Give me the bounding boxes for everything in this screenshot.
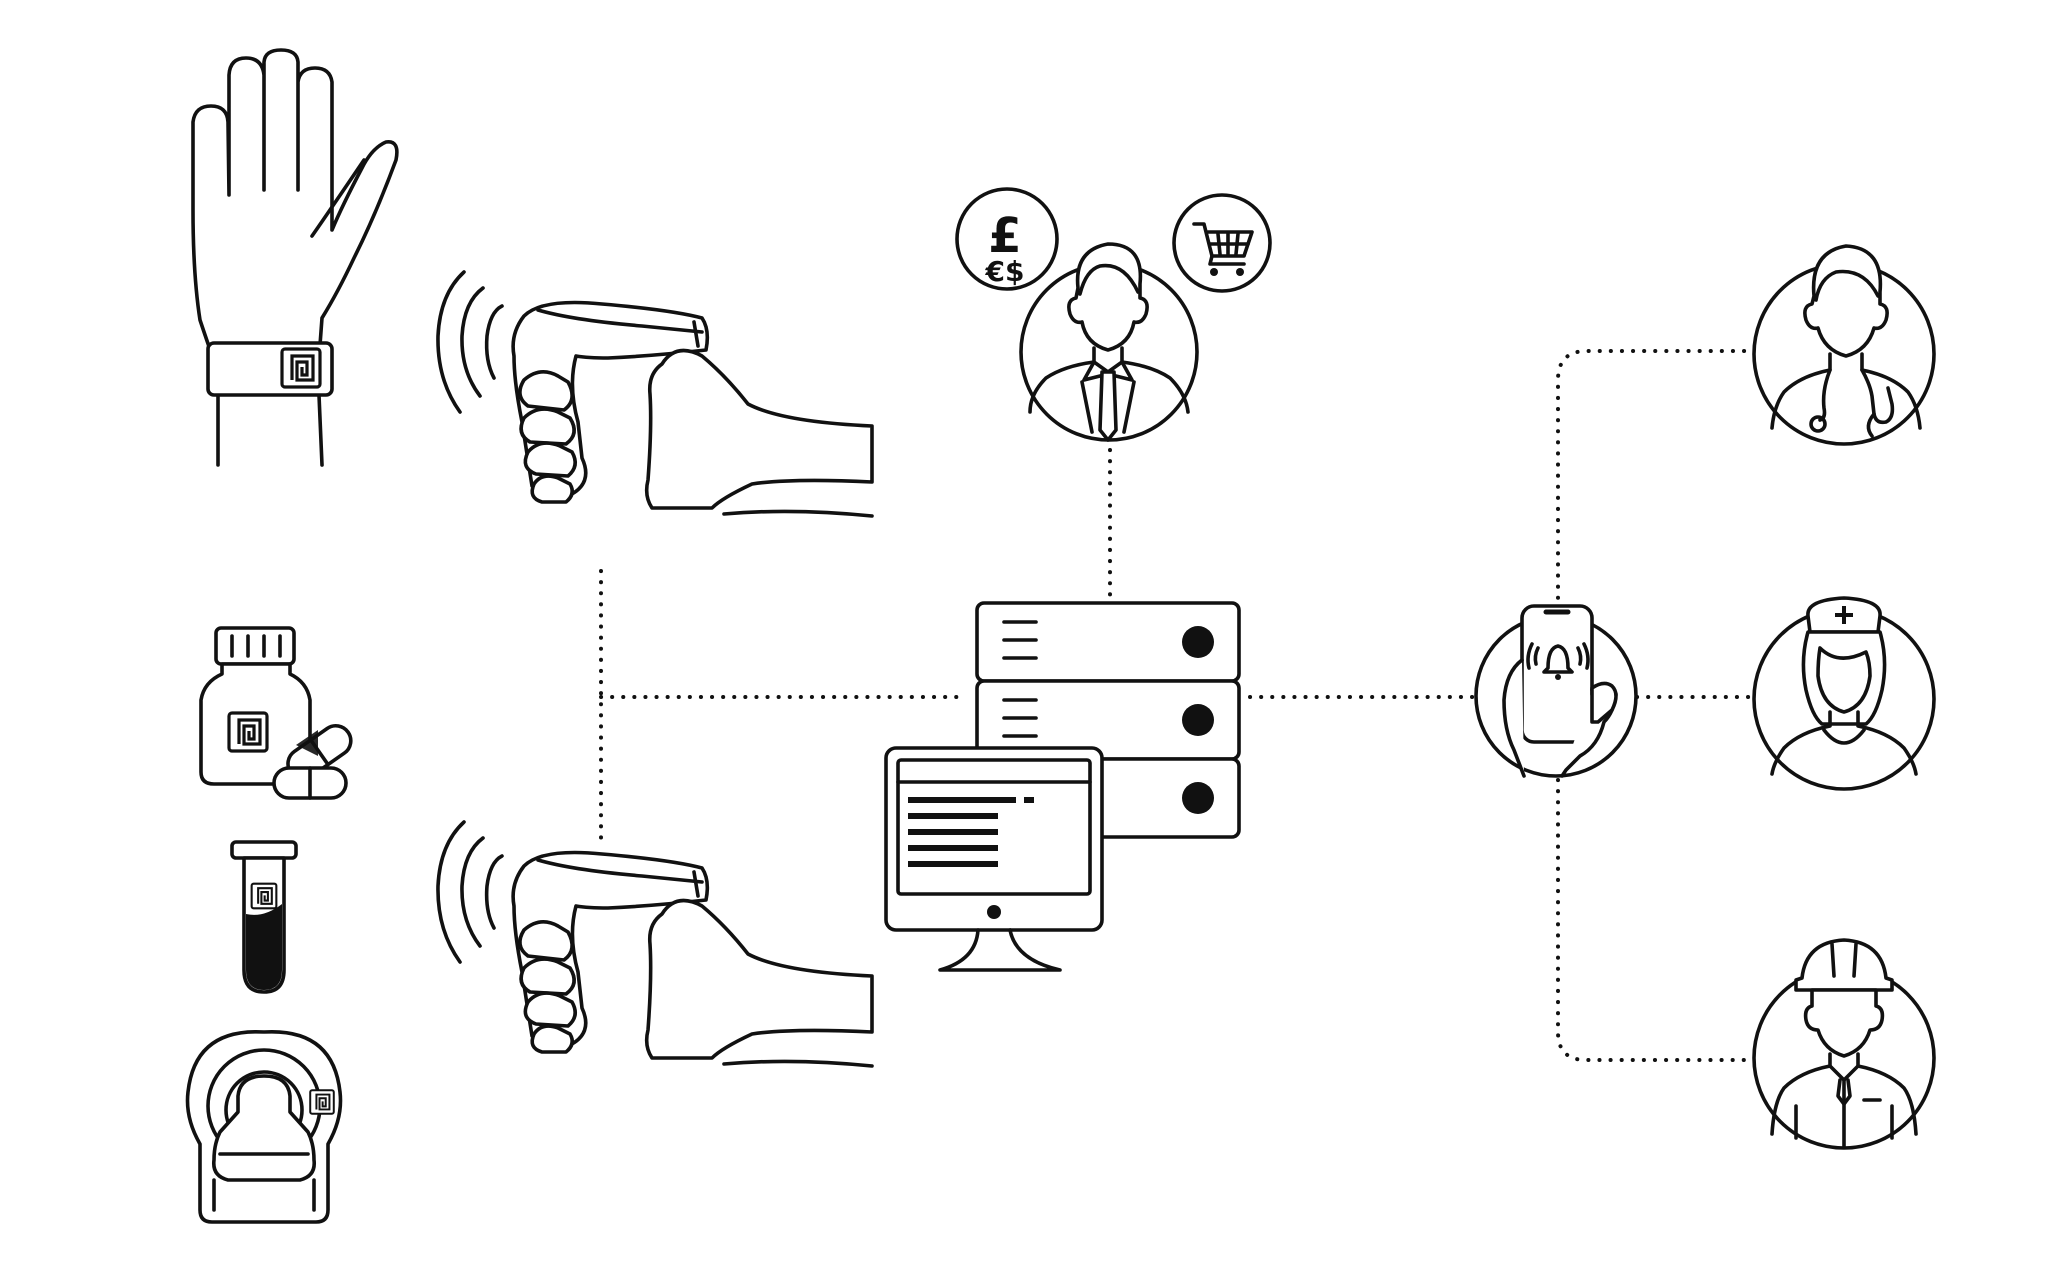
rfid-tag-icon bbox=[280, 347, 322, 389]
engineer-icon bbox=[1752, 938, 1936, 1150]
shopping-cart-icon bbox=[1172, 193, 1272, 293]
barcode-scanner-icon bbox=[436, 270, 874, 518]
smartphone-alert-icon bbox=[1474, 604, 1638, 778]
doctor-icon bbox=[1752, 244, 1936, 446]
monitor-icon bbox=[884, 746, 1104, 972]
test-tube-icon bbox=[230, 840, 298, 994]
medicine-bottle-icon bbox=[199, 626, 353, 800]
barcode-scanner-icon bbox=[436, 820, 874, 1068]
wristband-hand-icon bbox=[191, 48, 399, 467]
currency-icon: £ €$ bbox=[955, 187, 1059, 291]
connector-lines bbox=[599, 349, 1756, 1062]
nurse-icon bbox=[1752, 596, 1936, 791]
finance-manager-icon bbox=[1019, 242, 1199, 442]
euro-dollar-symbol: €$ bbox=[985, 255, 1025, 288]
pound-symbol: £ bbox=[988, 208, 1021, 264]
mri-scanner-icon bbox=[185, 1030, 343, 1224]
